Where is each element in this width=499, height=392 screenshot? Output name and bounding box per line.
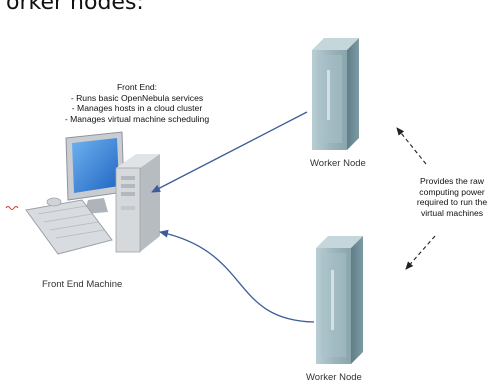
- worker-node-top-server: [312, 38, 359, 150]
- dashed-arrow-to-top-node: [396, 127, 427, 165]
- provides-line: Provides the raw: [419, 176, 484, 186]
- provides-description: Provides the raw computing power require…: [398, 176, 499, 218]
- provides-line: required to run the: [416, 197, 488, 207]
- front-end-description: Front End: - Runs basic OpenNebula servi…: [22, 82, 252, 124]
- provides-line: computing power: [419, 186, 485, 197]
- front-end-machine-label: Front End Machine: [42, 279, 123, 290]
- front-end-desc-title: Front End:: [116, 82, 158, 92]
- provides-line: virtual machines: [420, 207, 484, 218]
- top-cutoff-text: orker nodes:: [6, 0, 144, 15]
- arrow-bottom-to-front-end: [159, 229, 315, 323]
- worker-node-top-label: Worker Node: [310, 158, 366, 169]
- dashed-arrow-to-bottom-node: [405, 235, 436, 270]
- front-end-machine: [25, 131, 160, 255]
- worker-node-bottom-server: [316, 236, 363, 364]
- worker-node-bottom-label: Worker Node: [306, 372, 362, 383]
- front-end-desc-item: - Manages virtual machine scheduling: [64, 113, 210, 124]
- red-squiggle-mark: [5, 206, 19, 210]
- front-end-desc-item: - Runs basic OpenNebula services: [70, 92, 204, 103]
- front-end-desc-item: - Manages hosts in a cloud cluster: [71, 103, 203, 113]
- arrow-top-to-front-end: [151, 111, 308, 193]
